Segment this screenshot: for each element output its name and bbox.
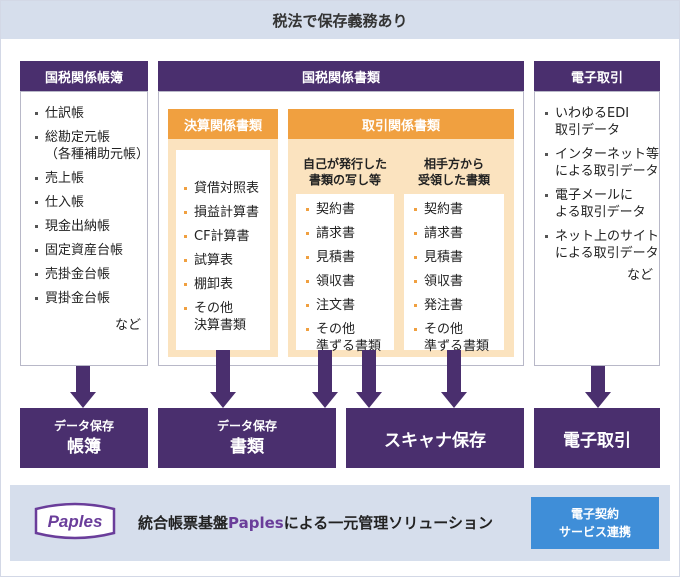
list-item: CF計算書 xyxy=(182,228,270,245)
ledgers-header: 国税関係帳簿 xyxy=(20,61,148,91)
list-item: 試算表 xyxy=(182,252,270,269)
ledgers-etc: など xyxy=(115,318,142,333)
footer-text-prefix: 統合帳票基盤 xyxy=(138,514,229,532)
document-storage-small-label: データ保存 xyxy=(216,419,277,433)
list-item: 買掛金台帳 xyxy=(33,290,145,307)
paples-logo: Paples xyxy=(34,502,116,540)
list-item: 領収書 xyxy=(304,273,394,290)
page-title: 税法で保存義務あり xyxy=(1,1,679,39)
arrow-electronic-to-storage xyxy=(585,366,611,408)
arrow-settlement-to-storage xyxy=(210,350,236,408)
ledgers-list: 仕訳帳 総勘定元帳 （各種補助元帳） 売上帳 仕入帳 現金出納帳 固定資産台帳 … xyxy=(33,105,149,314)
footer-text-suffix: による一元管理ソリューション xyxy=(283,514,493,532)
arrow-issued-to-storage xyxy=(312,350,338,408)
list-item: その他 準ずる書類 xyxy=(412,321,504,355)
document-data-storage-box: データ保存 書類 xyxy=(158,408,336,468)
settlement-header: 決算関係書類 xyxy=(168,109,278,139)
footer-banner: Paples 統合帳票基盤Paplesによる一元管理ソリューション 電子契約 サ… xyxy=(10,485,670,561)
footer-text-brand: Paples xyxy=(228,514,284,532)
ledgers-panel: 仕訳帳 総勘定元帳 （各種補助元帳） 売上帳 仕入帳 現金出納帳 固定資産台帳 … xyxy=(20,91,149,366)
footer-description: 統合帳票基盤Paplesによる一元管理ソリューション xyxy=(138,512,493,533)
ledger-data-storage-box: データ保存 帳簿 xyxy=(20,408,148,468)
electronic-transaction-label: 電子取引 xyxy=(563,430,631,451)
list-item: 注文書 xyxy=(304,297,394,314)
arrow-issued-to-scanner xyxy=(356,350,382,408)
issued-docs-header: 自己が発行した 書類の写し等 xyxy=(296,150,394,194)
list-item: 総勘定元帳 （各種補助元帳） xyxy=(33,129,149,163)
list-item: 貸借対照表 xyxy=(182,180,270,197)
arrow-received-to-scanner xyxy=(441,350,467,408)
documents-header: 国税関係書類 xyxy=(158,61,524,91)
received-docs-list: 契約書 請求書 見積書 領収書 発注書 その他 準ずる書類 xyxy=(412,201,504,362)
list-item: 損益計算書 xyxy=(182,204,270,221)
list-item: 請求書 xyxy=(412,225,504,242)
list-item: 見積書 xyxy=(412,249,504,266)
list-item: 売掛金台帳 xyxy=(33,266,145,283)
arrow-ledgers-to-storage xyxy=(70,366,96,408)
list-item: 請求書 xyxy=(304,225,394,242)
logo-text: Paples xyxy=(48,512,103,531)
received-list-box: 契約書 請求書 見積書 領収書 発注書 その他 準ずる書類 xyxy=(404,194,504,354)
electronic-panel: いわゆるEDI 取引データ インターネット等 による取引データ 電子メールに よ… xyxy=(534,91,660,366)
electronic-etc: など xyxy=(627,268,654,283)
list-item: 契約書 xyxy=(304,201,394,218)
document-storage-big-label: 書類 xyxy=(230,437,264,457)
received-docs-header: 相手方から 受領した書類 xyxy=(404,150,504,194)
issued-list-box: 契約書 請求書 見積書 領収書 注文書 その他 準ずる書類 xyxy=(296,194,394,354)
electronic-list: いわゆるEDI 取引データ インターネット等 による取引データ 電子メールに よ… xyxy=(543,105,659,269)
transaction-header: 取引関係書類 xyxy=(288,109,514,139)
issued-docs-list: 契約書 請求書 見積書 領収書 注文書 その他 準ずる書類 xyxy=(304,201,394,362)
scanner-storage-label: スキャナ保存 xyxy=(384,430,486,451)
e-contract-service-button[interactable]: 電子契約 サービス連携 xyxy=(531,497,659,549)
list-item: 売上帳 xyxy=(33,170,145,187)
electronic-transaction-box: 電子取引 xyxy=(534,408,660,468)
list-item: 発注書 xyxy=(412,297,504,314)
list-item: 仕訳帳 xyxy=(33,105,145,122)
electronic-header: 電子取引 xyxy=(534,61,660,91)
list-item: 見積書 xyxy=(304,249,394,266)
list-item: 棚卸表 xyxy=(182,276,270,293)
list-item: 契約書 xyxy=(412,201,504,218)
list-item: 領収書 xyxy=(412,273,504,290)
ledger-storage-big-label: 帳簿 xyxy=(67,437,101,457)
list-item: ネット上のサイト による取引データ xyxy=(543,228,659,262)
list-item: 固定資産台帳 xyxy=(33,242,145,259)
button-line-1: 電子契約 xyxy=(570,507,619,521)
scanner-storage-box: スキャナ保存 xyxy=(346,408,524,468)
list-item: 仕入帳 xyxy=(33,194,145,211)
list-item: 電子メールに よる取引データ xyxy=(543,187,659,221)
list-item: いわゆるEDI 取引データ xyxy=(543,105,659,139)
settlement-list-box: 貸借対照表 損益計算書 CF計算書 試算表 棚卸表 その他 決算書類 xyxy=(176,150,270,350)
settlement-list: 貸借対照表 損益計算書 CF計算書 試算表 棚卸表 その他 決算書類 xyxy=(182,180,270,341)
list-item: その他 決算書類 xyxy=(182,300,270,334)
button-line-2: サービス連携 xyxy=(558,525,631,539)
list-item: インターネット等 による取引データ xyxy=(543,146,659,180)
list-item: 現金出納帳 xyxy=(33,218,145,235)
ledger-storage-small-label: データ保存 xyxy=(53,419,114,433)
